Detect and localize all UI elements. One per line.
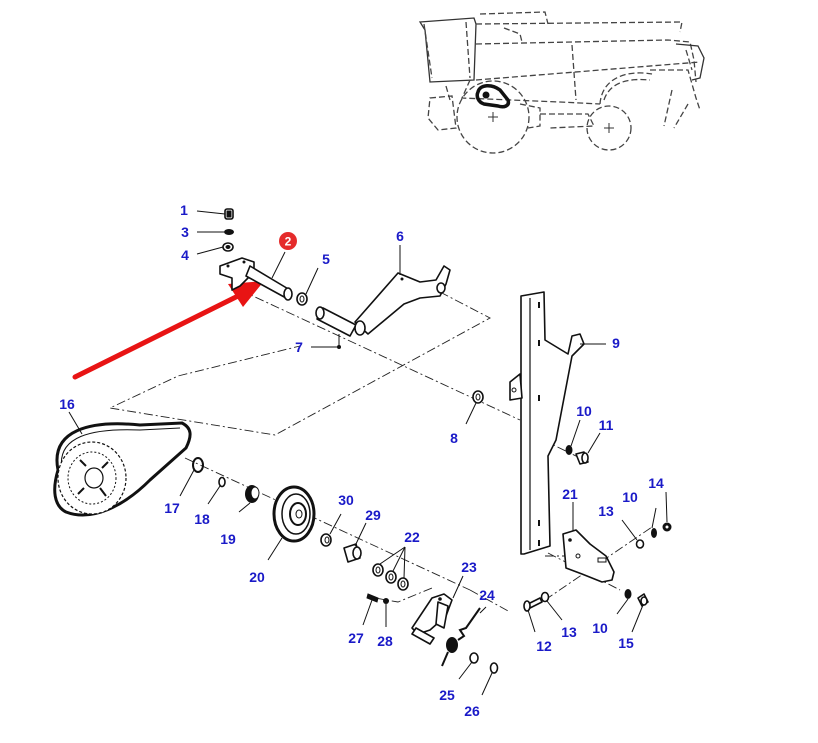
callout-13-right[interactable]: 13 <box>598 503 614 519</box>
callout-29[interactable]: 29 <box>365 507 381 523</box>
part-27-bolt <box>366 593 379 603</box>
part-21-bracket-plate <box>562 529 615 583</box>
callout-8[interactable]: 8 <box>450 430 458 446</box>
part-7-sleeve <box>315 306 357 337</box>
part-8-washer <box>472 390 484 404</box>
callout-13-lower[interactable]: 13 <box>561 624 577 640</box>
part-29-spacer-sleeve <box>343 543 362 563</box>
part-25-washer <box>469 652 479 664</box>
part-5-washer <box>296 292 308 306</box>
callout-14[interactable]: 14 <box>648 475 664 491</box>
part-9-support-frame <box>509 291 585 555</box>
callout-1[interactable]: 1 <box>180 202 188 218</box>
callout-3[interactable]: 3 <box>181 224 189 240</box>
callout-10-lower[interactable]: 10 <box>592 620 608 636</box>
callout-18[interactable]: 18 <box>194 511 210 527</box>
part-22-washers <box>372 563 409 591</box>
part-1-bolt <box>224 208 234 220</box>
machine-locator-thumbnail <box>418 11 705 154</box>
highlighted-part-badge[interactable]: 2 <box>279 232 297 250</box>
callout-15[interactable]: 15 <box>618 635 634 651</box>
assembly-axis-lines <box>108 289 653 613</box>
part-28-nut <box>383 598 389 604</box>
part-10-washer-upper <box>565 445 573 455</box>
callout-19[interactable]: 19 <box>220 531 236 547</box>
callout-6[interactable]: 6 <box>396 228 404 244</box>
part-16-drive-belt <box>53 421 192 517</box>
part-10-washer-lower <box>624 589 632 599</box>
callout-2[interactable]: 2 <box>285 235 292 249</box>
callout-24[interactable]: 24 <box>479 587 495 603</box>
part-11-bolt <box>575 451 589 465</box>
callout-4[interactable]: 4 <box>181 247 189 263</box>
callout-16[interactable]: 16 <box>59 396 75 412</box>
part-13-washer-lower <box>540 591 550 603</box>
part-18-spacer <box>218 476 226 488</box>
callout-10-upper[interactable]: 10 <box>576 403 592 419</box>
callout-27[interactable]: 27 <box>348 630 364 646</box>
part-23-tensioner-bracket <box>411 593 453 645</box>
drive-location-highlight <box>475 84 511 109</box>
callout-25[interactable]: 25 <box>439 687 455 703</box>
part-17-circlip <box>192 457 204 473</box>
callout-9[interactable]: 9 <box>612 335 620 351</box>
callout-labels: 1 3 4 5 6 7 8 9 10 11 10 14 13 21 16 17 … <box>59 202 664 719</box>
part-26-circlip <box>489 662 499 674</box>
part-13-washer-right <box>635 539 645 549</box>
part-20-idler-pulley <box>272 485 316 543</box>
callout-28[interactable]: 28 <box>377 633 393 649</box>
part-6-idler-arm <box>354 265 451 336</box>
wheel-center-mark <box>488 112 498 122</box>
highlight-arrow <box>72 281 264 380</box>
callout-7[interactable]: 7 <box>295 339 303 355</box>
callout-30[interactable]: 30 <box>338 492 354 508</box>
callout-23[interactable]: 23 <box>461 559 477 575</box>
part-12-bolt <box>523 597 543 612</box>
part-15-bolt <box>637 593 649 607</box>
callout-leader-lines <box>68 210 668 696</box>
part-2-bracket-shaft <box>219 257 293 301</box>
callout-22[interactable]: 22 <box>404 529 420 545</box>
part-24-spring <box>441 607 481 667</box>
callout-12[interactable]: 12 <box>536 638 552 654</box>
callout-5[interactable]: 5 <box>322 251 330 267</box>
part-3-washer <box>224 229 234 235</box>
part-4-nut <box>222 242 234 252</box>
callout-20[interactable]: 20 <box>249 569 265 585</box>
part-30-bushing <box>320 533 332 547</box>
part-14-nut <box>662 522 672 532</box>
part-10-washer-right <box>651 528 657 538</box>
callout-17[interactable]: 17 <box>164 500 180 516</box>
part-19-bearing <box>245 485 260 503</box>
callout-26[interactable]: 26 <box>464 703 480 719</box>
callout-10-right[interactable]: 10 <box>622 489 638 505</box>
callout-11[interactable]: 11 <box>599 417 614 433</box>
callout-21[interactable]: 21 <box>562 486 578 502</box>
